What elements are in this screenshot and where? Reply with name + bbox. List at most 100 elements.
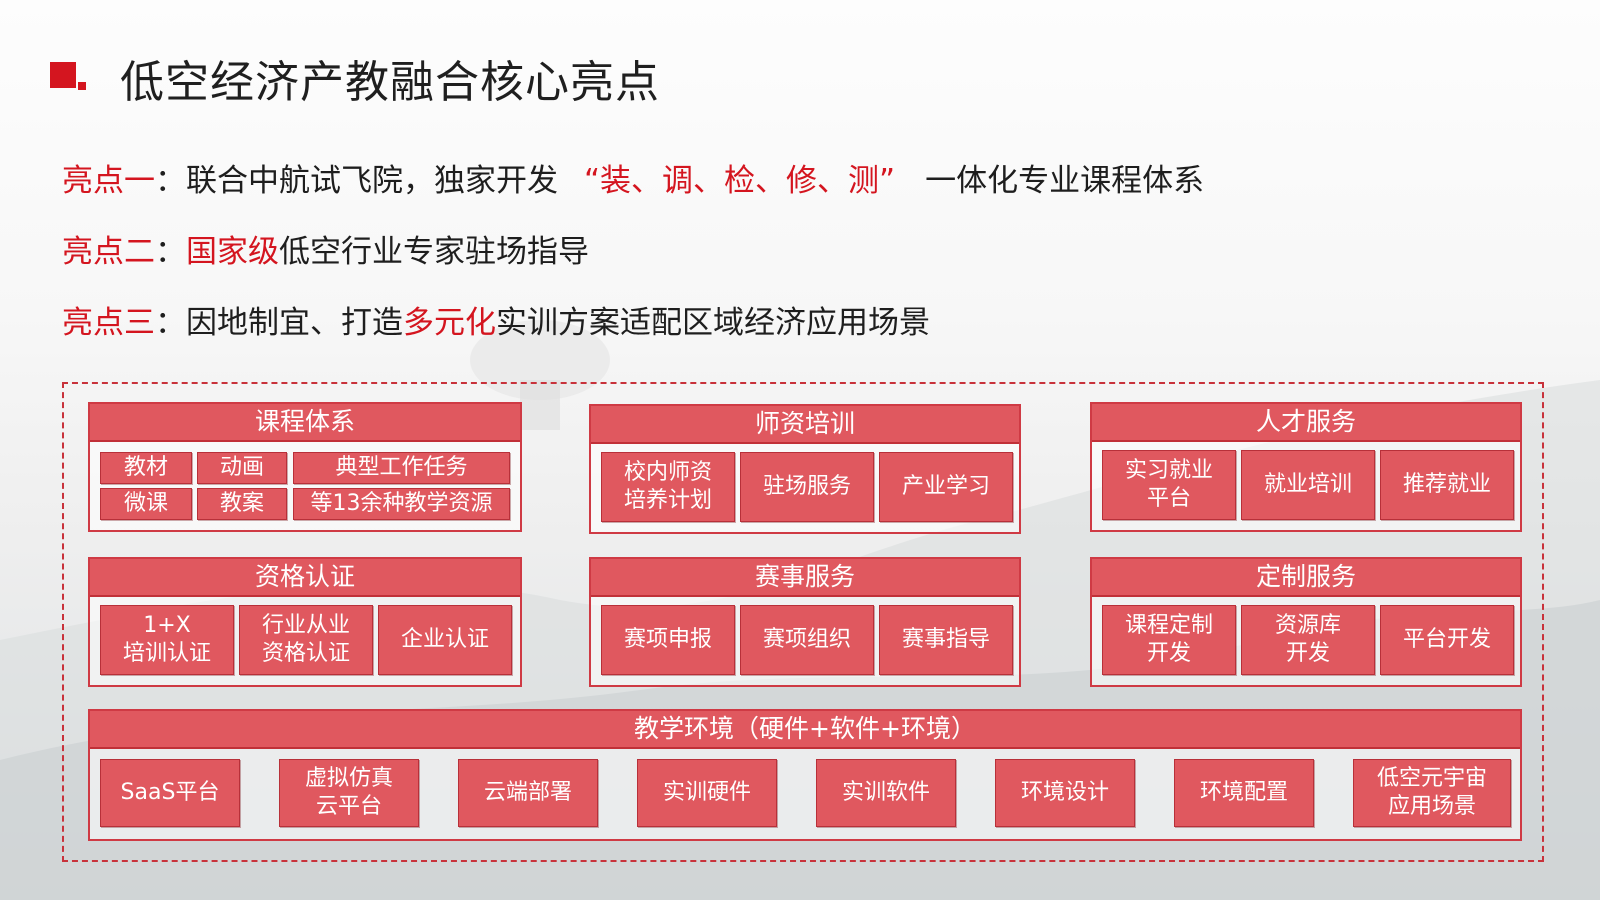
panel-talent-title: 人才服务 [1092, 404, 1520, 442]
talent-item-training[interactable]: 就业培训 [1241, 450, 1375, 520]
cell-label: 微课 [123, 491, 168, 516]
env-item-config[interactable]: 环境配置 [1174, 759, 1314, 827]
panel-teacher-title: 师资培训 [591, 406, 1019, 444]
page-title: 低空经济产教融合核心亮点 [120, 57, 660, 108]
panel-custom-title: 定制服务 [1092, 559, 1520, 597]
cell-label: 平台开发 [1402, 627, 1491, 652]
cell-label: SaaS平台 [120, 780, 220, 805]
env-item-virtual[interactable]: 虚拟仿真云平台 [279, 759, 419, 827]
cell-label: 环境设计 [1020, 780, 1109, 805]
course-item-lessonplan[interactable]: 教案 [197, 488, 287, 520]
highlight-1-red: “装、调、检、修、测” [584, 163, 896, 199]
cell-label: 产业学习 [901, 474, 990, 499]
cell-line: 实习就业 [1124, 458, 1213, 483]
cell-label: 教案 [219, 491, 264, 516]
highlight-3-red: 多元化 [403, 305, 496, 341]
cell-line: 云平台 [315, 794, 382, 819]
panel-contest: 赛事服务 赛项申报 赛项组织 赛事指导 [589, 557, 1021, 687]
course-item-textbook[interactable]: 教材 [100, 452, 192, 484]
env-item-software[interactable]: 实训软件 [816, 759, 956, 827]
cell-label: 等13余种教学资源 [310, 491, 493, 516]
contest-item-organize[interactable]: 赛项组织 [740, 605, 874, 675]
cell-line: 1+X [143, 613, 191, 638]
highlight-2-colon: ： [155, 234, 186, 270]
cell-label: 教材 [123, 455, 168, 480]
highlight-1-text-a: 联合中航试飞院，独家开发 [186, 163, 558, 199]
env-item-saas[interactable]: SaaS平台 [100, 759, 240, 827]
cell-line: 开发 [1146, 641, 1191, 666]
custom-item-platform[interactable]: 平台开发 [1380, 605, 1514, 675]
panel-teacher: 师资培训 校内师资培养计划 驻场服务 产业学习 [589, 404, 1021, 534]
course-item-animation[interactable]: 动画 [197, 452, 287, 484]
cell-label: 驻场服务 [762, 474, 851, 499]
course-item-resources[interactable]: 等13余种教学资源 [293, 488, 510, 520]
panel-cert-title: 资格认证 [90, 559, 520, 597]
highlight-2-red: 国家级 [186, 234, 279, 270]
env-item-design[interactable]: 环境设计 [995, 759, 1135, 827]
highlight-2-label: 亮点二 [62, 234, 155, 270]
panel-contest-title: 赛事服务 [591, 559, 1019, 597]
highlight-1-colon: ： [155, 163, 186, 199]
teacher-item-industry[interactable]: 产业学习 [879, 452, 1013, 522]
cell-line: 课程定制 [1124, 613, 1213, 638]
services-frame [62, 382, 1544, 862]
talent-item-internship[interactable]: 实习就业平台 [1102, 450, 1236, 520]
cell-line: 资源库 [1274, 613, 1341, 638]
cell-label: 环境配置 [1199, 780, 1288, 805]
cell-line: 校内师资 [623, 460, 712, 485]
cell-line: 培养计划 [623, 488, 712, 513]
title-bullet-icon [50, 60, 86, 96]
highlight-3-text-a: 因地制宜、打造 [186, 305, 403, 341]
highlight-2-text-b: 低空行业专家驻场指导 [279, 234, 589, 270]
panel-env-title: 教学环境（硬件+软件+环境） [90, 711, 1520, 749]
cell-line: 培训认证 [122, 641, 211, 666]
cell-label: 赛项申报 [623, 627, 712, 652]
cert-item-industry[interactable]: 行业从业资格认证 [239, 605, 373, 675]
highlight-3-text-b: 实训方案适配区域经济应用场景 [496, 305, 930, 341]
panel-course: 课程体系 教材 动画 典型工作任务 微课 教案 等13余种教学资源 [88, 402, 522, 532]
cell-line: 行业从业 [261, 613, 350, 638]
custom-item-course[interactable]: 课程定制开发 [1102, 605, 1236, 675]
talent-item-referral[interactable]: 推荐就业 [1380, 450, 1514, 520]
highlight-1-label: 亮点一 [62, 163, 155, 199]
cell-label: 云端部署 [483, 780, 572, 805]
course-item-microclass[interactable]: 微课 [100, 488, 192, 520]
highlight-1: 亮点一：联合中航试飞院，独家开发 “装、调、检、修、测” 一体化专业课程体系 [62, 155, 1204, 200]
panel-course-title: 课程体系 [90, 404, 520, 442]
course-item-tasks[interactable]: 典型工作任务 [293, 452, 510, 484]
cell-line: 低空元宇宙 [1376, 766, 1487, 791]
teacher-item-onsite[interactable]: 驻场服务 [740, 452, 874, 522]
custom-item-repository[interactable]: 资源库开发 [1241, 605, 1375, 675]
slide-title: 低空经济产教融合核心亮点 [50, 46, 660, 110]
cell-label: 实训硬件 [662, 780, 751, 805]
highlight-2: 亮点二：国家级低空行业专家驻场指导 [62, 226, 589, 271]
cell-label: 赛事指导 [901, 627, 990, 652]
highlight-3-colon: ： [155, 305, 186, 341]
env-item-cloud[interactable]: 云端部署 [458, 759, 598, 827]
panel-talent: 人才服务 实习就业平台 就业培训 推荐就业 [1090, 402, 1522, 532]
env-item-hardware[interactable]: 实训硬件 [637, 759, 777, 827]
teacher-item-inhouse[interactable]: 校内师资培养计划 [601, 452, 735, 522]
cell-line: 开发 [1285, 641, 1330, 666]
cert-item-1x[interactable]: 1+X 培训认证 [100, 605, 234, 675]
cell-label: 企业认证 [400, 627, 489, 652]
cell-label: 就业培训 [1263, 472, 1352, 497]
highlight-1-text-b: 一体化专业课程体系 [925, 163, 1205, 199]
cell-label: 典型工作任务 [335, 455, 468, 480]
cell-label: 赛项组织 [762, 627, 851, 652]
highlight-3: 亮点三：因地制宜、打造多元化实训方案适配区域经济应用场景 [62, 297, 930, 342]
env-item-metaverse[interactable]: 低空元宇宙应用场景 [1353, 759, 1511, 827]
cell-label: 动画 [219, 455, 264, 480]
cell-line: 平台 [1146, 486, 1191, 511]
panel-env: 教学环境（硬件+软件+环境） SaaS平台 虚拟仿真云平台 云端部署 实训硬件 … [88, 709, 1522, 841]
cell-label: 推荐就业 [1402, 472, 1491, 497]
cell-line: 虚拟仿真 [304, 766, 393, 791]
contest-item-apply[interactable]: 赛项申报 [601, 605, 735, 675]
cell-label: 实训软件 [841, 780, 930, 805]
cell-line: 资格认证 [261, 641, 350, 666]
panel-custom: 定制服务 课程定制开发 资源库开发 平台开发 [1090, 557, 1522, 687]
contest-item-coach[interactable]: 赛事指导 [879, 605, 1013, 675]
cert-item-enterprise[interactable]: 企业认证 [378, 605, 512, 675]
cell-line: 应用场景 [1387, 794, 1476, 819]
